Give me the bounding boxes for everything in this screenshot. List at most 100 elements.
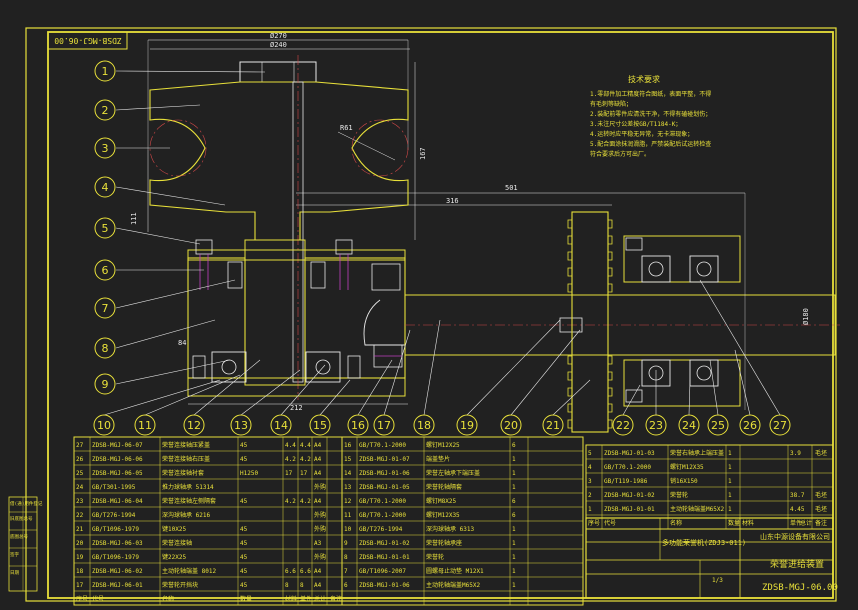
bom-cell: 1 (728, 450, 732, 457)
bom-cell: 荣誉轮轴承座 (426, 539, 462, 547)
balloon-19 (456, 414, 478, 436)
bom-cell: ZDSB-MGJ-06-01 (92, 582, 143, 589)
balloon-label: 16 (351, 419, 365, 432)
bom-cell: ZDSB-MGJ-01-01 (359, 554, 410, 561)
bom-cell: 45 (240, 568, 248, 575)
bom-cell: 3.9 (790, 450, 801, 457)
bom-cell: 4 (588, 464, 592, 471)
balloon-label: 17 (377, 419, 391, 432)
balloon-21 (542, 414, 564, 436)
bom-cell: 4.45 (790, 506, 805, 513)
bom-cell: 17 (285, 470, 293, 477)
svg-text:符合要求后方可出厂。: 符合要求后方可出厂。 (590, 150, 650, 158)
bom-cell: 45 (240, 554, 248, 561)
svg-text:技术要求: 技术要求 (628, 74, 660, 84)
balloon-18 (413, 414, 435, 436)
bom-cell: A4 (314, 456, 322, 463)
bom-cell: GB/T119-1986 (604, 478, 648, 485)
title-block: 多功能荣誉机(ZDJ3-011) 山东中源设备有限公司 荣誉进给装置 ZDSB-… (585, 517, 838, 599)
balloon-4 (94, 176, 116, 198)
bom-cell: A3 (314, 540, 322, 547)
balloon-23 (645, 414, 667, 436)
balloon-24 (678, 414, 700, 436)
bom-cell: 推力球轴承 51314 (162, 483, 214, 491)
bom-cell: 6.6 (300, 568, 311, 575)
bom-cell: 45 (240, 526, 248, 533)
balloon-label: 22 (616, 419, 630, 432)
balloon-9 (94, 373, 116, 395)
bom-header: 代号 (92, 595, 104, 603)
roller-wheel (149, 81, 409, 241)
bom-cell: 23 (76, 498, 84, 505)
bom-cell: ZDSB-MGJ-01-02 (604, 492, 655, 499)
balloon-8 (94, 337, 116, 359)
balloon-15 (309, 414, 331, 436)
bom-cell: 38.7 (790, 492, 805, 499)
bom-cell: 9 (344, 540, 348, 547)
balloon-26 (739, 414, 761, 436)
svg-text:501: 501 (505, 184, 518, 192)
balloon-12 (183, 414, 205, 436)
bom-cell: 荣誉连接轴 (162, 539, 192, 547)
bom-cell: ZDSB-MGJ-01-06 (359, 470, 410, 477)
bom-cell: 毛坯 (815, 449, 827, 457)
bom-cell: 荣誉连接轴右压盖 (162, 455, 210, 463)
bom-cell: 1 (512, 470, 516, 477)
bom-cell: 20 (76, 540, 84, 547)
bom-cell: H1250 (240, 470, 258, 477)
bom-cell: 螺钉M12X25 (426, 441, 460, 449)
balloon-label: 18 (417, 419, 431, 432)
balloon-label: 26 (743, 419, 757, 432)
bom-cell: ZDSB-MGJ-06-02 (92, 568, 143, 575)
svg-text:Ø240: Ø240 (270, 41, 287, 49)
bom-cell: 8 (285, 582, 289, 589)
company-name: 山东中源设备有限公司 (760, 532, 830, 541)
bom-cell: 12 (344, 498, 352, 505)
bom-header: 数量 (240, 595, 252, 603)
balloon-label: 9 (102, 378, 109, 391)
balloon-22 (612, 414, 634, 436)
technical-requirements: 技术要求 1.零部件加工精度符合图纸，表面平整，不得 有毛刺等缺陷； 2.装配前… (590, 74, 711, 158)
bom-cell: ZDSB-MGJ-01-01 (604, 506, 655, 513)
bom-cell: 8 (344, 554, 348, 561)
bom-cell: 外购 (314, 525, 326, 533)
bom-cell: ZDSB-MGJ-06-06 (92, 456, 143, 463)
balloon-label: 7 (102, 302, 109, 315)
svg-text:借(通)用件登记: 借(通)用件登记 (10, 500, 43, 507)
bom-cell: GB/T1096-1979 (92, 554, 139, 561)
bom-header: 代号 (604, 519, 616, 527)
bom-cell: 4.2 (300, 498, 311, 505)
bom-cell: 4.4 (285, 442, 296, 449)
bom-cell: 5 (588, 450, 592, 457)
bom-cell: 24 (76, 484, 84, 491)
bom-cell: ZDSB-MGJ-01-02 (359, 540, 410, 547)
bom-cell: GB/T70.1-2000 (604, 464, 651, 471)
bom-cell: GB/T276-1994 (359, 526, 403, 533)
bom-header: 备注 (815, 519, 827, 527)
balloon-5 (94, 217, 116, 239)
bom-header: 材料 (742, 519, 754, 527)
bom-cell: 1 (728, 506, 732, 513)
bom-cell: 6 (344, 582, 348, 589)
bom-cell: 螺钉M12X35 (426, 511, 460, 519)
central-shaft (244, 55, 306, 400)
svg-text:167: 167 (419, 147, 427, 160)
top-number-box (47, 31, 128, 50)
bom-cell: GB/T70.1-2000 (359, 442, 406, 449)
svg-text:日期: 日期 (10, 570, 19, 576)
bom-cell: 荣誉左轴承下端压盖 (426, 469, 480, 477)
bom-cell: 主动轮轴端盖M65X2 (426, 581, 480, 589)
bom-cell: 螺钉M8X25 (426, 497, 456, 505)
bom-cell: 4.2 (285, 456, 296, 463)
bom-cell: 1 (512, 568, 516, 575)
bom-cell: A4 (314, 470, 322, 477)
bom-cell: A4 (314, 442, 322, 449)
balloon-label: 23 (649, 419, 663, 432)
bom-cell: 深沟球轴承 6216 (162, 511, 210, 519)
balloon-20 (500, 414, 522, 436)
bom-header: 序号 (588, 519, 600, 527)
svg-text:有毛刺等缺陷；: 有毛刺等缺陷； (590, 100, 632, 108)
bom-cell: ZDSB-MGJ-06-03 (92, 540, 143, 547)
